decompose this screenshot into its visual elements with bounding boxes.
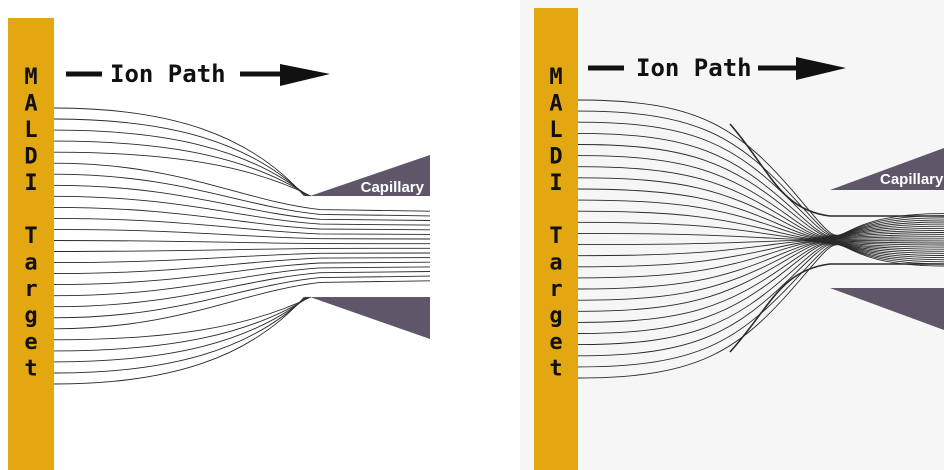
capillary-upper-wedge [830, 148, 944, 190]
field-line [53, 275, 431, 319]
target-letter: g [24, 304, 37, 329]
target-letter: L [24, 118, 37, 143]
field-line [53, 257, 431, 275]
field-line [53, 184, 431, 221]
field-line [53, 151, 312, 197]
field-line [577, 241, 944, 301]
target-letter: r [549, 277, 562, 302]
target-letter: T [24, 224, 37, 249]
target-letter: M [24, 65, 37, 90]
field-line [53, 140, 310, 197]
target-letter: D [24, 145, 37, 170]
target-letter: a [549, 251, 562, 276]
target-letter: L [549, 118, 562, 143]
field-line [53, 252, 431, 264]
field-line [577, 242, 944, 323]
field-line [729, 123, 944, 217]
field-line [577, 243, 944, 357]
field-line [53, 129, 308, 197]
field-line [577, 177, 944, 239]
field-line [577, 240, 944, 279]
field-line [53, 173, 431, 217]
field-line [53, 240, 431, 245]
target-letter: M [549, 65, 562, 90]
capillary-lower-wedge [310, 297, 430, 339]
field-line [577, 241, 944, 312]
field-line [729, 263, 944, 353]
ion-path-label: Ion Path [110, 60, 226, 88]
field-line [577, 243, 944, 368]
field-line [577, 188, 944, 239]
field-line [53, 296, 311, 341]
field-line [577, 240, 944, 268]
capillary-lower-wedge [830, 288, 944, 330]
field-line [53, 280, 431, 330]
field-line [577, 132, 944, 237]
target-letter: e [24, 330, 37, 355]
field-line [577, 110, 944, 237]
field-line [53, 271, 431, 308]
target-letter: T [549, 224, 562, 249]
target-letter: D [549, 145, 562, 170]
field-line [53, 228, 431, 240]
arrow-right-icon [796, 57, 846, 80]
field-line [53, 296, 310, 352]
capillary-label: Capillary [361, 179, 425, 196]
field-line [577, 241, 944, 290]
field-line [577, 221, 944, 240]
field-line [577, 240, 944, 257]
field-line [577, 166, 944, 239]
field-line [53, 118, 307, 197]
target-letter: e [549, 330, 562, 355]
field-line [577, 99, 944, 236]
field-line [53, 296, 308, 363]
arrow-right-icon [280, 64, 330, 86]
target-letter: I [24, 171, 37, 196]
target-letter: r [24, 277, 37, 302]
panel-background [0, 0, 440, 470]
field-line [577, 244, 944, 379]
field-line [577, 239, 944, 246]
target-letter: A [549, 92, 562, 117]
field-lines-group [53, 107, 431, 385]
target-letter: t [549, 357, 562, 382]
field-line [577, 242, 944, 334]
field-line [577, 199, 944, 240]
field-line [577, 155, 944, 238]
field-line [53, 261, 431, 286]
target-letter: t [24, 357, 37, 382]
target-letter: A [24, 92, 37, 117]
capillary-upper-wedge [310, 155, 430, 196]
field-line [577, 121, 944, 237]
field-line [53, 247, 431, 252]
field-line [53, 195, 431, 226]
capillary-label: Capillary [880, 171, 944, 188]
field-line [53, 217, 431, 235]
ion-path-label: Ion Path [636, 54, 752, 82]
field-line [53, 206, 431, 231]
maldi-target-plate [534, 8, 578, 470]
field-line [577, 232, 944, 241]
target-letter: a [24, 251, 37, 276]
field-line [53, 296, 305, 385]
field-line [53, 266, 431, 297]
target-letter: I [549, 171, 562, 196]
target-letter: g [549, 304, 562, 329]
field-line [53, 162, 431, 212]
field-line [577, 210, 944, 240]
maldi-target-plate [8, 18, 54, 470]
field-line [577, 243, 944, 346]
field-line [53, 296, 307, 374]
field-lines-group [577, 99, 944, 379]
field-line [53, 107, 305, 197]
field-line [577, 144, 944, 238]
